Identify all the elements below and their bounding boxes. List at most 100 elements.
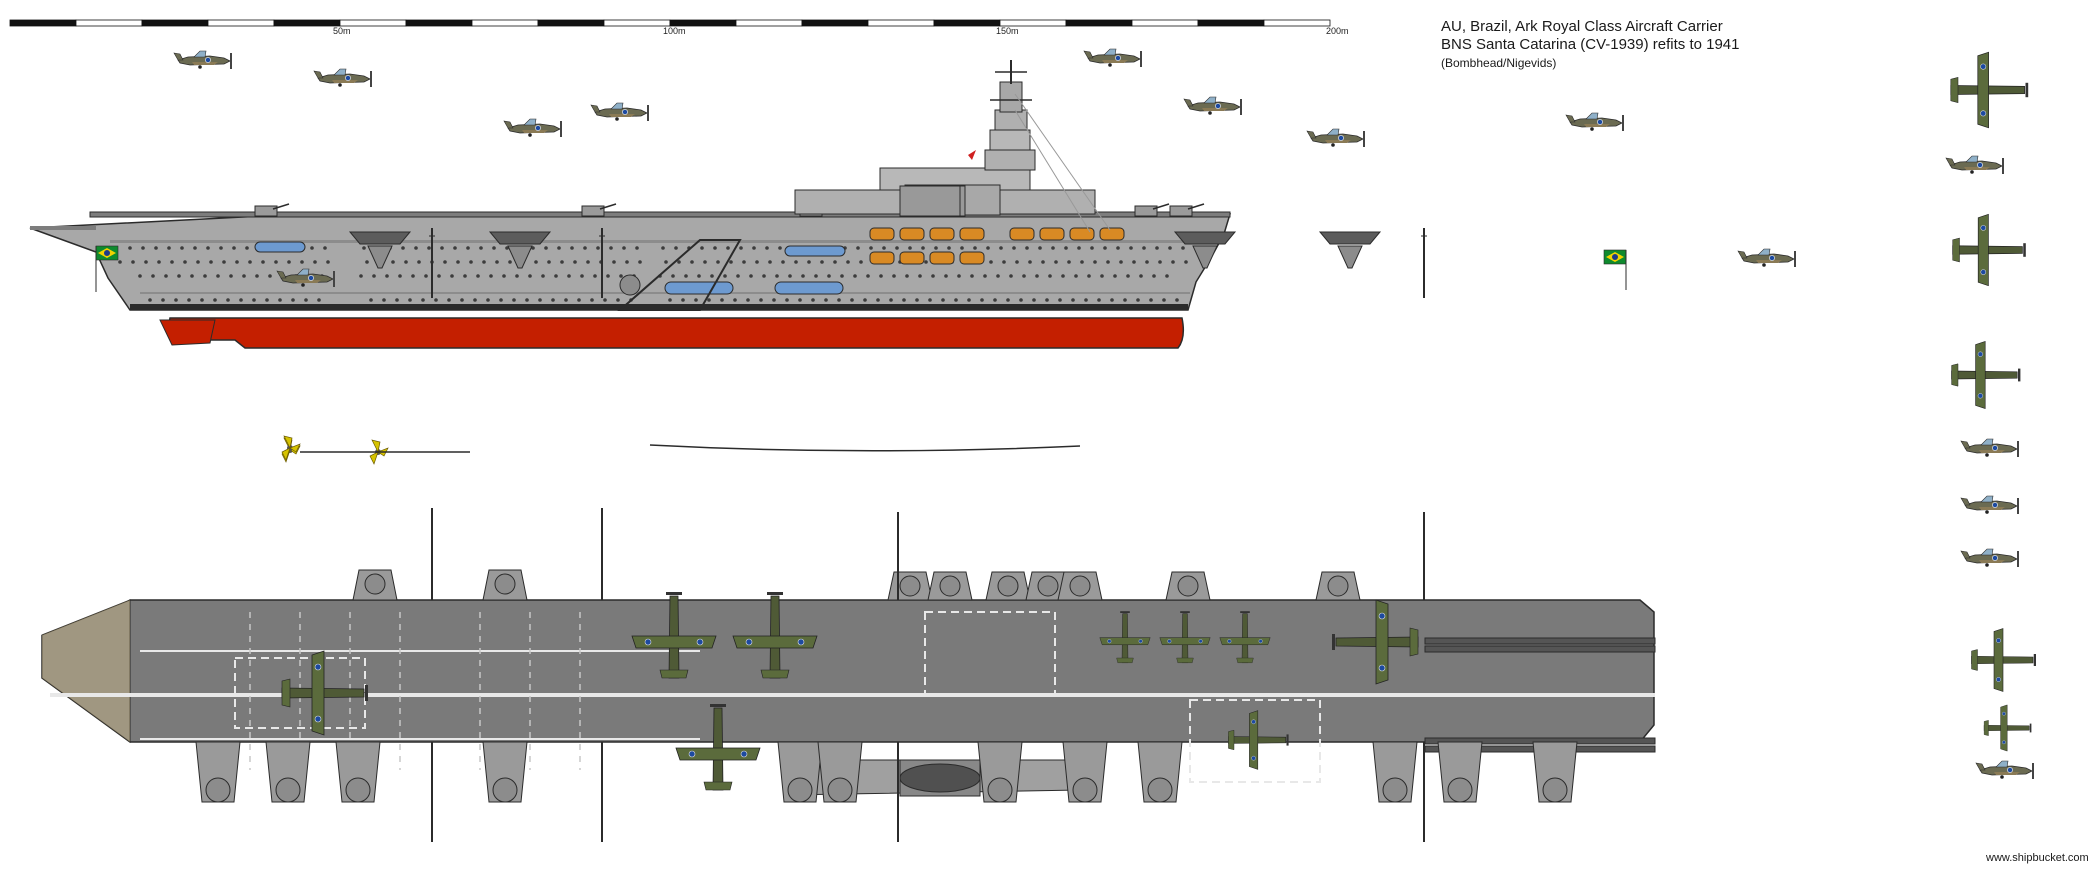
carley-float <box>1039 227 1065 241</box>
porthole <box>1025 246 1029 250</box>
porthole <box>703 260 707 264</box>
porthole <box>996 274 1000 278</box>
carley-float <box>1069 227 1095 241</box>
porthole <box>170 260 174 264</box>
porthole <box>479 246 483 250</box>
porthole <box>967 298 971 302</box>
porthole <box>414 246 418 250</box>
aircraft-icon <box>1183 96 1243 116</box>
title-credit: (Bombhead/Nigevids) <box>1441 56 1557 70</box>
porthole <box>840 274 844 278</box>
porthole <box>460 298 464 302</box>
porthole <box>495 260 499 264</box>
porthole <box>1171 260 1175 264</box>
porthole <box>417 260 421 264</box>
porthole <box>908 246 912 250</box>
porthole <box>577 298 581 302</box>
porthole <box>720 298 724 302</box>
porthole <box>726 246 730 250</box>
porthole <box>1184 260 1188 264</box>
porthole <box>391 260 395 264</box>
porthole <box>369 298 373 302</box>
porthole <box>252 298 256 302</box>
porthole <box>833 260 837 264</box>
carley-float <box>929 227 955 241</box>
porthole <box>957 274 961 278</box>
porthole <box>622 246 626 250</box>
porthole <box>382 298 386 302</box>
porthole <box>684 274 688 278</box>
porthole <box>317 298 321 302</box>
porthole <box>1071 298 1075 302</box>
porthole <box>515 274 519 278</box>
porthole <box>716 260 720 264</box>
porthole <box>213 298 217 302</box>
porthole <box>1074 274 1078 278</box>
carley-float <box>959 251 985 265</box>
porthole <box>489 274 493 278</box>
porthole <box>752 246 756 250</box>
porthole <box>879 274 883 278</box>
porthole <box>287 260 291 264</box>
porthole <box>541 274 545 278</box>
porthole <box>928 298 932 302</box>
porthole <box>638 260 642 264</box>
carley-float <box>929 251 955 265</box>
porthole <box>219 246 223 250</box>
porthole <box>398 274 402 278</box>
porthole <box>580 274 584 278</box>
aircraft-icon <box>1737 248 1797 268</box>
porthole <box>440 246 444 250</box>
aircraft-icon <box>1975 760 2035 780</box>
porthole <box>788 274 792 278</box>
porthole <box>1152 274 1156 278</box>
porthole <box>554 274 558 278</box>
porthole <box>1080 260 1084 264</box>
porthole <box>934 246 938 250</box>
porthole <box>1045 298 1049 302</box>
porthole <box>1155 246 1159 250</box>
porthole <box>876 298 880 302</box>
porthole <box>372 274 376 278</box>
porthole <box>401 246 405 250</box>
porthole <box>1097 298 1101 302</box>
porthole <box>710 274 714 278</box>
porthole <box>846 260 850 264</box>
porthole <box>557 246 561 250</box>
porthole <box>902 298 906 302</box>
scale-label-200: 200m <box>1326 26 1349 36</box>
porthole <box>690 260 694 264</box>
porthole <box>570 246 574 250</box>
porthole <box>892 274 896 278</box>
porthole <box>694 298 698 302</box>
porthole <box>157 260 161 264</box>
porthole <box>148 298 152 302</box>
porthole <box>736 274 740 278</box>
porthole <box>300 260 304 264</box>
porthole <box>450 274 454 278</box>
porthole <box>167 246 171 250</box>
porthole <box>482 260 486 264</box>
porthole <box>739 246 743 250</box>
porthole <box>742 260 746 264</box>
porthole <box>1032 298 1036 302</box>
porthole <box>918 274 922 278</box>
porthole <box>1035 274 1039 278</box>
porthole <box>1061 274 1065 278</box>
aircraft-icon <box>1983 704 2032 752</box>
porthole <box>206 246 210 250</box>
porthole <box>1048 274 1052 278</box>
carley-float <box>899 227 925 241</box>
porthole <box>151 274 155 278</box>
porthole <box>265 298 269 302</box>
porthole <box>794 260 798 264</box>
porthole <box>944 274 948 278</box>
porthole <box>733 298 737 302</box>
porthole <box>560 260 564 264</box>
carley-float <box>959 227 985 241</box>
porthole <box>775 274 779 278</box>
porthole <box>1006 298 1010 302</box>
porthole <box>573 260 577 264</box>
porthole <box>1162 298 1166 302</box>
elevator-aft <box>1189 699 1321 783</box>
